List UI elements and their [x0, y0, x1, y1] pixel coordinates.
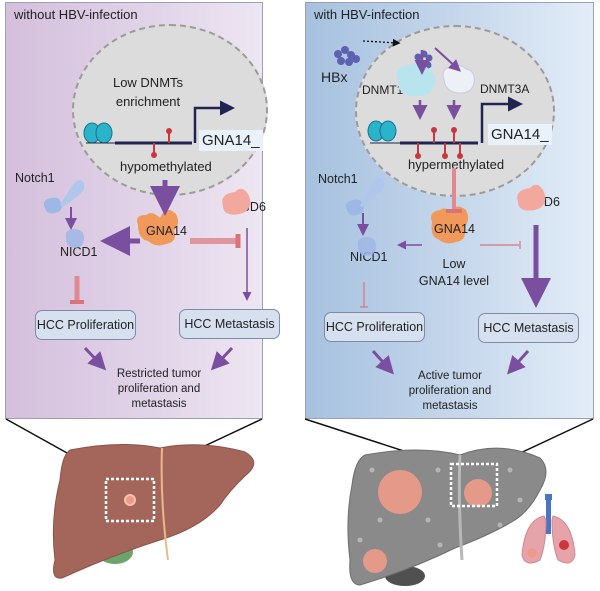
- label-line: enrichment: [115, 94, 181, 109]
- notch1-protein-icon: [43, 180, 85, 214]
- hcc-proliferation-box: HCC Proliferation: [35, 310, 136, 340]
- outcome-line: proliferation and: [117, 383, 201, 395]
- tumor-cluster-icon: [363, 470, 492, 573]
- transcription-start-arrow: [193, 100, 235, 143]
- nucleus: [72, 24, 268, 196]
- nicd1-label: NICD1: [350, 250, 388, 264]
- outcome-line: proliferation and: [408, 385, 492, 397]
- label-line: Low: [442, 257, 466, 271]
- dnmt-enrichment-label: Low DNMTs enrichment: [113, 73, 183, 111]
- activation-arrow: [434, 47, 461, 72]
- hbx-label: HBx: [321, 69, 348, 85]
- outcome-line: Active tumor: [418, 370, 482, 382]
- dnmt1-protein-icon: [396, 63, 436, 97]
- panel-title: without HBV-infection: [14, 7, 138, 22]
- diseased-liver-illustration: [347, 447, 547, 586]
- inhibition-arrow: [70, 276, 84, 304]
- outcome-line: Restricted tumor: [116, 368, 202, 380]
- nodule-dots: [357, 467, 523, 548]
- panel-title: with HBV-infection: [314, 7, 420, 22]
- jmjd6-protein-icon: [222, 188, 251, 215]
- hbx-translocation-arrow: [362, 38, 401, 47]
- hcc-metastasis-box: HCC Metastasis: [478, 313, 579, 343]
- hbx-protein-icon: [334, 46, 360, 66]
- dnmt3a-label: DNMT3A: [480, 82, 530, 96]
- inhibition-arrow: [190, 234, 241, 248]
- methyl-group-icon: [415, 127, 463, 159]
- nicd1-protein-icon: [357, 237, 376, 256]
- hcc-metastasis-box: HCC Metastasis: [179, 309, 280, 339]
- notch1-protein-icon: [345, 178, 385, 216]
- activation-arrow: [371, 349, 395, 375]
- notch1-label: Notch1: [318, 172, 358, 186]
- gene-label: GNA14_: [199, 130, 263, 151]
- zoom-region-marker: [449, 462, 499, 508]
- label-line: Low DNMTs: [112, 75, 184, 90]
- gna14-protein-label: GNA14: [146, 224, 187, 238]
- lungs-illustration: [521, 494, 576, 564]
- dnmt3a-protein-icon: [442, 64, 475, 94]
- transcription-start-arrow: [480, 96, 523, 143]
- gna14-protein-icon: [431, 206, 469, 244]
- methylation-label: hypermethylated: [408, 157, 505, 172]
- label-line: GNA14 level: [418, 274, 490, 288]
- outcome-line: metastasis: [131, 398, 187, 410]
- gene-label: GNA14_: [488, 124, 552, 145]
- notch1-label: Notch1: [15, 171, 55, 185]
- gna14-protein-label: GNA14: [434, 222, 475, 236]
- healthy-liver-illustration: [52, 443, 255, 579]
- outcome-label: Active tumor proliferation and metastasi…: [409, 369, 491, 414]
- methyl-group-icon: [151, 128, 172, 158]
- outcome-label: Restricted tumor proliferation and metas…: [117, 367, 201, 412]
- nucleosome-icon: [83, 122, 113, 144]
- tumor-icon: [124, 494, 136, 506]
- activation-arrow: [506, 349, 530, 375]
- nucleosome-icon: [367, 120, 397, 142]
- hcc-proliferation-box: HCC Proliferation: [324, 312, 425, 342]
- inhibition-arrow: [480, 241, 521, 249]
- activation-arrow: [210, 346, 234, 371]
- nicd1-protein-icon: [65, 229, 84, 248]
- metastasis-nodule: [559, 540, 569, 550]
- jmjd6-protein-icon: [517, 184, 546, 211]
- inhibition-arrow: [446, 168, 462, 213]
- methylation-label: hypomethylated: [120, 159, 212, 174]
- gna14-level-label: Low GNA14 level: [419, 256, 489, 290]
- inhibition-arrow: [360, 282, 368, 308]
- dnmt1-label: DNMT1: [362, 83, 404, 97]
- outcome-line: metastasis: [422, 400, 478, 412]
- nicd1-label: NICD1: [60, 245, 98, 259]
- activation-arrow: [83, 346, 107, 371]
- gna14-protein-icon: [137, 209, 179, 246]
